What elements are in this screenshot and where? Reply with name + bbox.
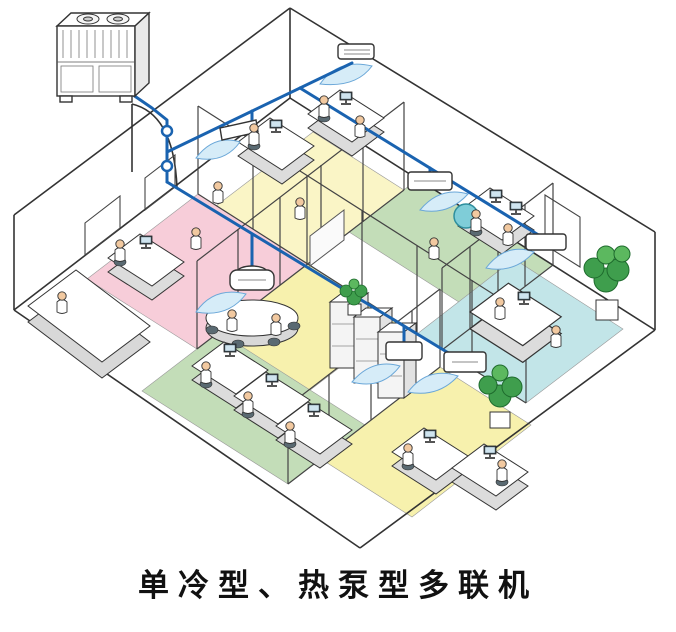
- window-left-wall-1: [84, 194, 121, 257]
- pipe-branch-upper: [165, 61, 354, 154]
- plants: [339, 245, 631, 429]
- indoor-unit-center: [385, 341, 423, 361]
- airflow-teal-unit: [407, 372, 459, 394]
- caption-title: 单冷型、热泵型多联机: [138, 568, 538, 604]
- pipe-loop-2: [160, 159, 174, 173]
- outdoor-unit-front: [56, 25, 136, 97]
- entry-arch: [131, 103, 178, 189]
- airflow-top-left-unit: [195, 139, 241, 160]
- indoor-unit-ceiling-cassette-top: [337, 43, 375, 60]
- outdoor-unit-leg-right: [119, 95, 133, 103]
- airflow-center-unit: [351, 363, 401, 385]
- outdoor-unit-grille: [57, 30, 135, 93]
- refrigerant-piping: [118, 61, 547, 362]
- airflow-swashes: [195, 63, 535, 394]
- outdoor-unit: [55, 11, 151, 103]
- whiteboard: [309, 208, 345, 268]
- pipe-loop-1: [160, 124, 174, 138]
- plant-bottom-right: [478, 364, 523, 429]
- indoor-unit-wall-top-left: [219, 119, 259, 141]
- outdoor-unit-side: [134, 11, 150, 98]
- airflow-pink-cassette: [195, 291, 247, 314]
- indoor-unit-right-wall: [525, 233, 567, 251]
- pipe-branch-main: [165, 180, 462, 362]
- indoor-units: [219, 43, 567, 373]
- outdoor-unit-leg-left: [59, 95, 73, 103]
- pipe-branch-right: [298, 86, 547, 241]
- airflow-duct-unit: [419, 191, 469, 212]
- plant-right: [583, 245, 631, 321]
- outdoor-unit-top: [55, 12, 151, 27]
- airflow-right-wall-unit: [485, 248, 535, 270]
- outdoor-unit-fans: [76, 13, 130, 25]
- door-right-wall: [544, 194, 581, 268]
- plant-center: [339, 278, 368, 316]
